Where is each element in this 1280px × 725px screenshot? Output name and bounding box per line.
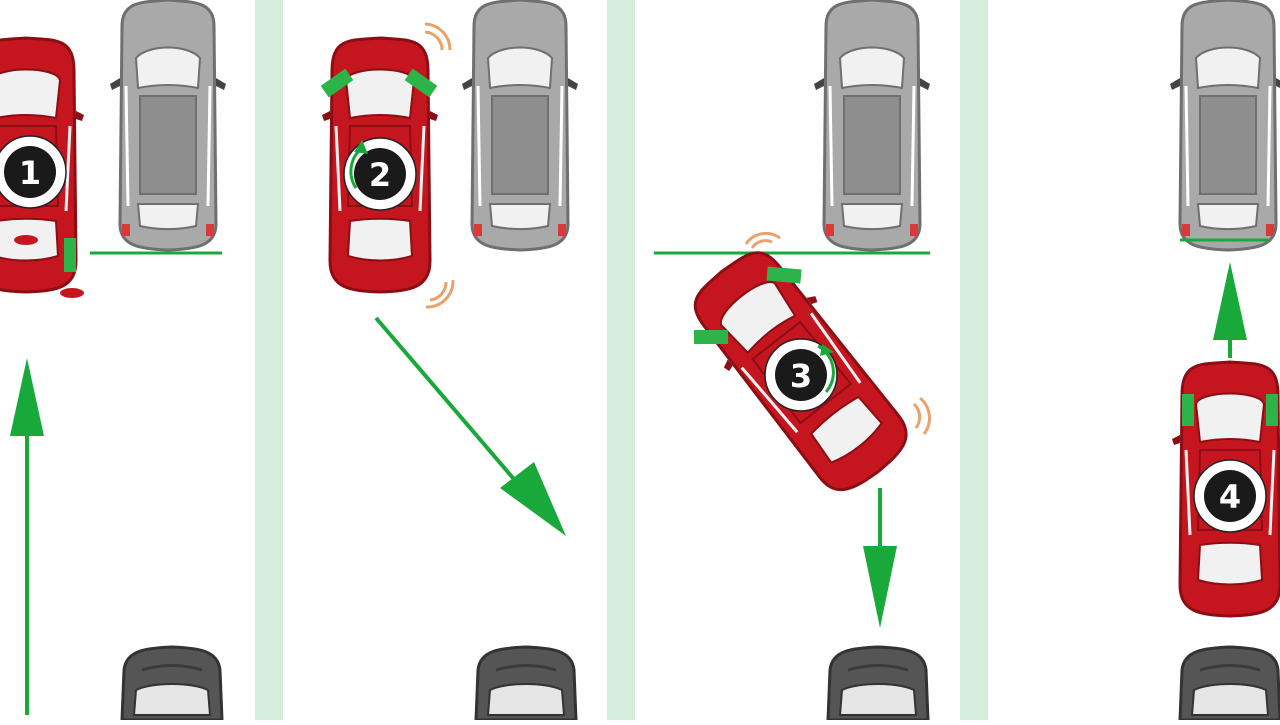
sensor-waves: [424, 22, 455, 309]
step-badge: 2: [343, 137, 417, 211]
panel-step-3: 3: [654, 0, 932, 628]
step-badge: 3: [764, 338, 838, 412]
parked-dark-car: [826, 645, 930, 722]
bottom-parked-cars: [120, 645, 1280, 722]
backward-arrow: [863, 488, 897, 628]
parked-dark-car: [474, 645, 578, 722]
mirror-marker: [404, 68, 438, 98]
lane-divider: [960, 0, 988, 720]
lane-divider: [607, 0, 635, 720]
parked-dark-car: [1178, 645, 1280, 722]
step-badge: 4: [1193, 459, 1267, 533]
mirror-marker: [1266, 394, 1278, 426]
tail-light: [14, 235, 38, 245]
diagonal-arrow: [374, 316, 566, 536]
step-number: 2: [369, 156, 391, 194]
mirror-marker: [694, 330, 728, 344]
step-number: 4: [1219, 478, 1241, 516]
forward-arrow: [1213, 262, 1247, 358]
parked-gray-car: [460, 0, 580, 252]
parked-dark-car: [120, 645, 224, 722]
parked-gray-car: [812, 0, 932, 252]
panel-step-2: 2: [320, 0, 580, 536]
rotation-arrow-icon: [817, 344, 835, 393]
lane-dividers: [255, 0, 988, 720]
forward-arrow: [10, 358, 44, 715]
panel-step-4: 4: [1168, 0, 1280, 618]
mirror-marker: [1182, 394, 1194, 426]
rotation-arrow-icon: [349, 140, 368, 189]
mirror-marker: [766, 266, 802, 284]
step-number: 1: [19, 154, 41, 192]
panel-step-1: 1: [0, 0, 228, 715]
tail-light: [60, 288, 84, 298]
mirror-marker: [320, 68, 354, 98]
parked-gray-car: [108, 0, 228, 252]
step-badge: 1: [0, 135, 67, 209]
parked-gray-car: [1168, 0, 1280, 252]
step-number: 3: [790, 357, 812, 395]
mirror-marker: [64, 238, 76, 272]
lane-divider: [255, 0, 283, 720]
sensor-waves: [744, 231, 931, 435]
